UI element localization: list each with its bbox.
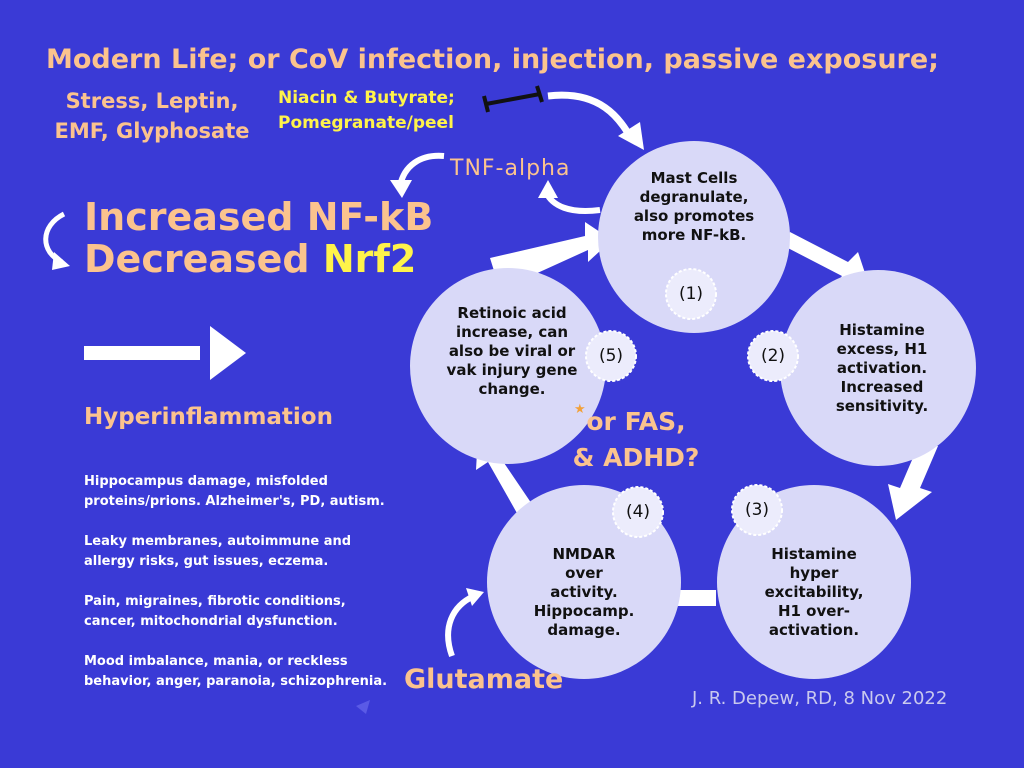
badge-3: (3) — [731, 484, 783, 536]
node-5-line: Retinoic acid — [457, 303, 567, 322]
badge-1-label: (1) — [678, 284, 704, 304]
node-1-line: Mast Cells — [650, 169, 738, 187]
node-2-line: excess, H1 — [836, 339, 928, 358]
node-4-line: Hippocamp. — [533, 601, 635, 620]
center-question: or FAS, & ADHD? — [556, 404, 716, 476]
node-2-text: Histamine excess, H1 activation. Increas… — [836, 321, 928, 416]
effect-line: Hippocampus damage, misfolded — [84, 474, 328, 489]
right-arrow-head — [210, 326, 246, 380]
badge-2-seal-icon — [747, 330, 799, 382]
node-5-line: increase, can — [455, 322, 569, 341]
badge-5-seal-icon — [585, 330, 637, 382]
effect-line: proteins/prions. Alzheimer's, PD, autism… — [84, 494, 385, 509]
glutamate-curved-arrow-head — [466, 588, 484, 606]
increased-nfkb: Increased NF-kB — [84, 195, 434, 239]
effect-line: Pain, migraines, fibrotic conditions, — [84, 594, 346, 609]
cycle-node-2: Histamine excess, H1 activation. Increas… — [780, 270, 976, 466]
node-5-line: vak injury gene — [446, 360, 578, 379]
badge-3-seal-icon — [731, 484, 783, 536]
inhibitors: Niacin & Butyrate; Pomegranate/peel — [278, 86, 455, 136]
inhibitor-bar-end-right — [535, 85, 544, 103]
node-3-line: hyper — [789, 563, 839, 582]
mast-to-tnf-arrow-head — [538, 180, 558, 198]
node-3-line: Histamine — [771, 544, 857, 563]
decreased-nrf2: Decreased Nrf2 — [84, 238, 433, 280]
node-5-line: change. — [478, 379, 546, 398]
node-4-text: NMDAR over activity. Hippocamp. damage. — [534, 545, 635, 640]
badge-5-label: (5) — [598, 346, 624, 366]
top-curved-arrow — [547, 91, 636, 142]
effect-line: allergy risks, gut issues, eczema. — [84, 554, 329, 569]
node-4-line: activity. — [550, 582, 618, 601]
node-1-line: more NF-kB. — [641, 226, 747, 244]
effect-item: Mood imbalance, mania, or reckless behav… — [84, 652, 414, 692]
inhibitors-line-1: Niacin & Butyrate; — [278, 88, 455, 108]
stress-line-1: Stress, Leptin, — [65, 89, 239, 113]
nrf2-highlight: Nrf2 — [322, 237, 417, 281]
node-1-line: degranulate, — [639, 188, 749, 206]
badge-5: (5) — [585, 330, 637, 382]
effect-item: Leaky membranes, autoimmune and allergy … — [84, 532, 414, 572]
inhibitor-bar-line — [485, 92, 541, 106]
node-1-text: Mast Cells degranulate, also promotes mo… — [634, 169, 754, 245]
badge-2: (2) — [747, 330, 799, 382]
badge-4-seal-icon — [612, 486, 664, 538]
effect-line: Leaky membranes, autoimmune and — [84, 534, 352, 549]
tnf-alpha-label: TNF-alpha — [450, 156, 571, 181]
node-3-line: excitability, — [764, 582, 864, 601]
star-icon: ★ — [574, 402, 586, 417]
node-2-line: activation. — [836, 358, 928, 377]
node-2-line: sensitivity. — [835, 396, 929, 415]
curved-arrow-nfkb-head — [52, 252, 70, 270]
node-4-line: NMDAR — [552, 544, 616, 563]
stress-line-2: EMF, Glyphosate — [54, 119, 250, 143]
badge-4-label: (4) — [625, 502, 651, 522]
right-arrow-bar — [84, 346, 200, 360]
effect-line: behavior, anger, paranoia, schizophrenia… — [84, 674, 388, 689]
top-curved-arrow-head — [618, 122, 644, 150]
cycle-node-4: NMDAR over activity. Hippocamp. damage. — [487, 485, 681, 679]
effect-item: Pain, migraines, fibrotic conditions, ca… — [84, 592, 414, 632]
node-5-line: also be viral or — [448, 341, 576, 360]
badge-1-seal-icon — [665, 268, 717, 320]
decorative-shape — [356, 700, 370, 714]
node-3-text: Histamine hyper excitability, H1 over- a… — [765, 545, 864, 640]
node-5-text: Retinoic acid increase, can also be vira… — [447, 304, 578, 399]
glutamate-label: Glutamate — [404, 664, 564, 695]
center-line-1: or FAS, — [586, 407, 686, 436]
node-4-line: damage. — [547, 620, 621, 639]
glutamate-curved-arrow — [445, 593, 476, 658]
center-line-2: & ADHD? — [572, 443, 700, 472]
node-2-line: Histamine — [839, 320, 925, 339]
header-title: Modern Life; or CoV infection, injection… — [46, 44, 939, 75]
inhibitor-bar-end-left — [482, 95, 490, 113]
node-1-line: also promotes — [633, 207, 755, 225]
effect-line: Mood imbalance, mania, or reckless — [84, 654, 348, 669]
effect-item: Hippocampus damage, misfolded proteins/p… — [84, 472, 414, 512]
badge-2-label: (2) — [760, 346, 786, 366]
effect-line: cancer, mitochondrial dysfunction. — [84, 614, 338, 629]
badge-3-label: (3) — [744, 500, 770, 520]
author-credit: J. R. Depew, RD, 8 Nov 2022 — [692, 688, 948, 709]
node-2-line: Increased — [840, 377, 924, 396]
arrow-2-to-3 — [888, 446, 938, 520]
node-4-line: over — [565, 563, 603, 582]
cycle-node-5: Retinoic acid increase, can also be vira… — [410, 268, 606, 464]
inhibitors-line-2: Pomegranate/peel — [278, 113, 454, 133]
stress-factors: Stress, Leptin, EMF, Glyphosate — [36, 86, 268, 146]
node-3-line: H1 over- — [777, 601, 851, 620]
badge-4: (4) — [612, 486, 664, 538]
decreased-prefix: Decreased — [84, 237, 323, 281]
badge-1: (1) — [665, 268, 717, 320]
hyperinflammation-title: Hyperinflammation — [84, 404, 333, 430]
node-3-line: activation. — [768, 620, 860, 639]
tnf-curved-arrow-head — [390, 180, 412, 198]
nf-kb-block: Increased NF-kB Decreased Nrf2 — [84, 196, 433, 280]
effects-list: Hippocampus damage, misfolded proteins/p… — [84, 472, 414, 692]
